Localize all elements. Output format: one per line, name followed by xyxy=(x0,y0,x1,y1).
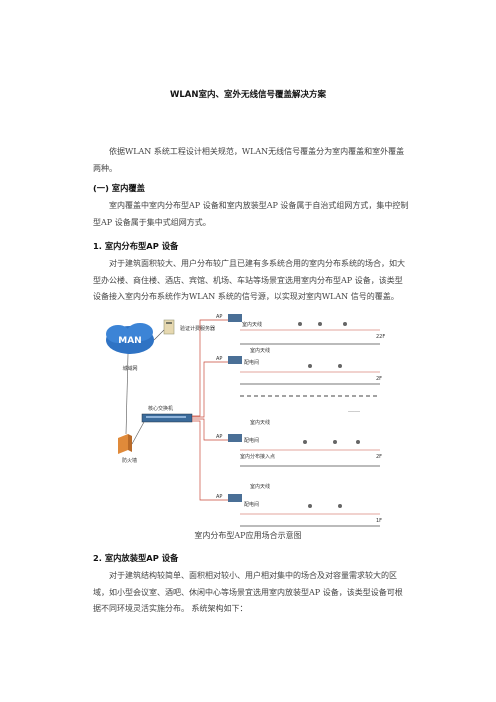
document-title: WLAN室内、室外无线信号覆盖解决方案 xyxy=(170,90,326,100)
network-diagram: MAN 城域网 验证计费服务器 核心交换机 防火墙 AP 室内天线 22F AP xyxy=(106,314,385,527)
svg-text:室内天线: 室内天线 xyxy=(250,347,270,354)
svg-text:AP: AP xyxy=(216,314,222,320)
svg-text:配电间: 配电间 xyxy=(244,501,259,508)
distributed-ap-paragraph: 对于建筑面积较大、用户分布较广且已建有多系统合用的室内分布系统的场合，如大型办公… xyxy=(93,259,405,301)
man-label: MAN xyxy=(118,336,141,346)
uplink-cables xyxy=(192,319,228,501)
intro-paragraph: 依据WLAN 系统工程设计相关规范，WLAN无线信号覆盖分为室内覆盖和室外覆盖两… xyxy=(93,147,405,173)
svg-text:22F: 22F xyxy=(376,334,385,340)
svg-text:2F: 2F xyxy=(376,376,382,382)
firewall-label: 防火墙 xyxy=(122,457,137,464)
svg-text:室内天线: 室内天线 xyxy=(250,483,270,490)
auth-server-label: 验证计费服务器 xyxy=(180,325,215,332)
client-device-icons xyxy=(298,322,360,508)
svg-text:2F: 2F xyxy=(376,454,382,460)
metro-network-label: 城域网 xyxy=(122,365,137,372)
firewall-icon xyxy=(118,434,132,454)
standalone-ap-paragraph: 对于建筑结构较简单、面积相对较小、用户相对集中的场合及对容量需求较大的区域，如小… xyxy=(93,571,403,613)
core-switch-icon xyxy=(141,413,193,423)
section-heading-indoor: (一) 室内覆盖 xyxy=(93,183,145,193)
svg-text:配电间: 配电间 xyxy=(244,359,259,366)
subheading-standalone-ap: 2. 室内放装型AP 设备 xyxy=(93,553,179,563)
svg-text:1F: 1F xyxy=(376,518,382,524)
figure-caption: 室内分布型AP应用场合示意图 xyxy=(194,531,302,540)
core-switch-label: 核心交换机 xyxy=(148,405,173,412)
svg-text:室内天线: 室内天线 xyxy=(250,419,270,426)
floor-2f-lower: AP 配电间 室内天线 室内分布接入点 2F xyxy=(216,419,382,467)
floor-2f-upper: AP 配电间 室内天线 2F xyxy=(216,347,382,385)
svg-text:配电间: 配电间 xyxy=(244,437,259,444)
svg-text:AP: AP xyxy=(216,494,222,500)
svg-text:室内天线: 室内天线 xyxy=(242,321,262,328)
ellipsis-label: …… xyxy=(348,407,360,414)
subheading-distributed-ap: 1. 室内分布型AP 设备 xyxy=(93,241,179,251)
svg-text:AP: AP xyxy=(216,434,222,440)
floor-22f: AP 室内天线 22F xyxy=(216,314,385,345)
auth-server-icon xyxy=(163,319,175,335)
indoor-paragraph: 室内覆盖中室内分布型AP 设备和室内放装型AP 设备属于自治式组网方式，集中控制… xyxy=(93,201,409,227)
svg-text:室内分布接入点: 室内分布接入点 xyxy=(240,453,275,460)
man-cloud: MAN xyxy=(106,323,154,354)
svg-text:AP: AP xyxy=(216,356,222,362)
floor-1f: AP 配电间 室内天线 1F xyxy=(216,483,382,527)
